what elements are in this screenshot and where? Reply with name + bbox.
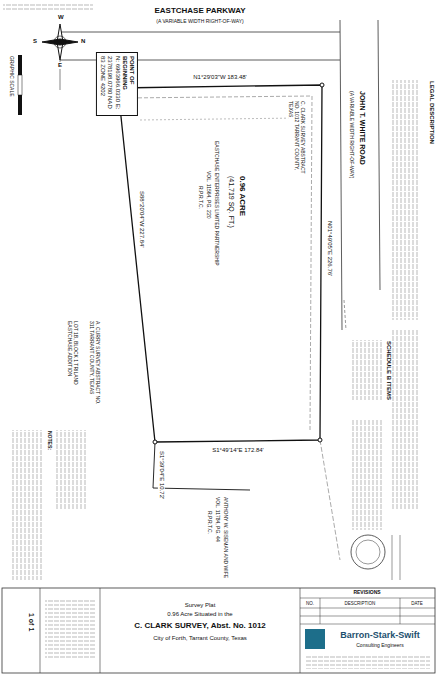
survey-name: C. CLARK SURVEY ABSTRACT NO. 1012 TARRAN… [288, 100, 305, 182]
lot-name: LOT 1B, BLOCK 1 TRILAND EASTCHASE ADDITI… [66, 320, 78, 412]
street-name: EASTCHASE PARKWAY [153, 6, 246, 15]
owner-name: ANTHONY W. SISEMAN AND WIFE [222, 496, 228, 579]
plat-title: 0.96 Acre Situated in the [166, 611, 233, 618]
table-cell: NO. [305, 601, 315, 606]
deed-record: VOL. 11564, PG. 220 [205, 170, 211, 219]
compass-letter: W [57, 14, 65, 21]
bearing-distance: S1°39'04"E 10.72' [158, 450, 165, 500]
section-heading: LEGAL DESCRIPTION [428, 80, 435, 145]
box-heading: POINT OF BEGINNING [121, 56, 135, 112]
bearing-distance: S88°20'04"W 227.84' [138, 190, 145, 249]
lot-area: (41,719 SQ. FT.) [227, 175, 235, 229]
notes-heading: NOTES: [46, 430, 52, 451]
sheet-number: 1 of 1 [27, 612, 35, 632]
plat-title: C. CLARK SURVEY, Abst. No. 1012 [133, 621, 267, 630]
plat-title: City of Forth, Tarrant County, Texas [152, 635, 248, 642]
street-name: JOHN T. WHITE ROAD [358, 90, 366, 166]
right-of-way-note: (A VARIABLE WIDTH RIGHT-OF-WAY) [348, 90, 354, 179]
lot-area: 0.96 ACRE [238, 175, 247, 217]
compass-letter: N [80, 38, 86, 45]
table-cell: DATE [410, 601, 424, 606]
bearing-distance: N01°49'05"E 226.76' [326, 220, 333, 277]
table-heading: REVISIONS [352, 590, 381, 596]
right-of-way-note: (A VARIABLE WIDTH RIGHT-OF-WAY) [155, 19, 244, 25]
deed-record: R.P.R.T.C. [197, 185, 203, 210]
compass-letter: E [57, 62, 63, 69]
compass-letter: S [32, 38, 38, 45]
company-tagline: Consulting Engineers [355, 643, 405, 649]
owner-name: EASTCHASE ENTERPRISES LIMITED PARTNERSHI… [213, 140, 219, 267]
plat-title: Survey Plat [184, 602, 217, 609]
deed-record: VOL. 11784, PG. 44 [214, 496, 220, 543]
bearing-distance: S1°49'14"E 172.84' [211, 447, 265, 454]
survey-name: A. CURRY SURVEY ABSTRACT NO. 311 TARRANT… [88, 320, 100, 412]
deed-record: R.P.R.T.C. [206, 510, 212, 535]
bearing-distance: N1°29'03"W 183.48' [192, 74, 248, 81]
company-name: Barron-Stark-Swift [339, 630, 421, 640]
coordinate-text: N: 6963966.0330 E: 2378198.0780 NAD 83 Z… [99, 56, 121, 112]
section-heading: SCHEDULE B ITEMS [385, 340, 392, 401]
point-of-beginning-box: POINT OF BEGINNINGN: 6963966.0330 E: 237… [96, 52, 138, 116]
table-cell: DESCRIPTION [344, 601, 377, 606]
scale-label: GRAPHIC SCALE [8, 55, 14, 98]
